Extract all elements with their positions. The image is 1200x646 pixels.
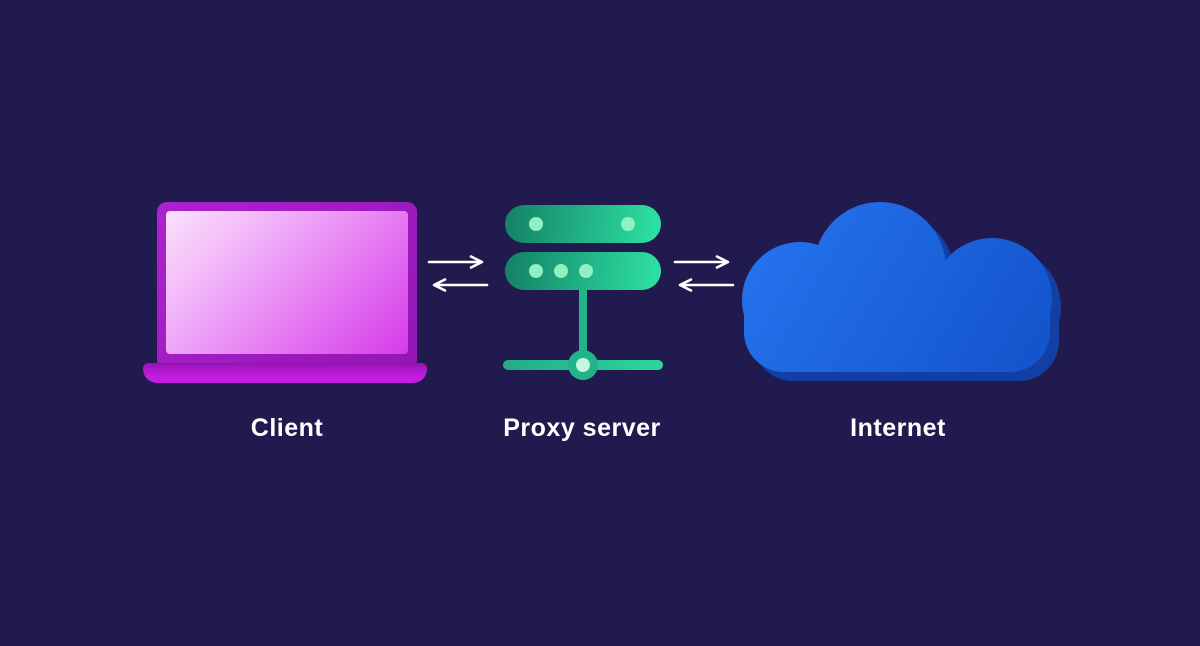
bidirectional-arrows-client-proxy-icon [427, 255, 489, 292]
client-label: Client [250, 414, 324, 442]
arrow-right-icon [673, 255, 730, 269]
laptop-base [143, 363, 427, 383]
server-led-icon [529, 264, 543, 278]
server-unit-top [505, 205, 661, 243]
server-icon [503, 205, 663, 380]
server-network-node-core [576, 358, 590, 372]
cloud-body-layer [742, 202, 1052, 372]
server-led-icon [554, 264, 568, 278]
server-stem [579, 290, 587, 362]
arrow-right-icon [427, 255, 484, 269]
server-led-icon [621, 217, 635, 231]
arrow-left-icon [432, 278, 489, 292]
proxy-server-label: Proxy server [503, 414, 661, 442]
laptop-screen [157, 202, 417, 363]
cloud-icon [742, 202, 1061, 381]
laptop-display [166, 211, 408, 354]
server-led-icon [529, 217, 543, 231]
internet-label: Internet [850, 414, 946, 442]
arrow-left-icon [678, 278, 735, 292]
bidirectional-arrows-proxy-internet-icon [673, 255, 735, 292]
server-led-icon [579, 264, 593, 278]
server-network-node-icon [568, 350, 598, 380]
server-unit-bottom [505, 252, 661, 290]
